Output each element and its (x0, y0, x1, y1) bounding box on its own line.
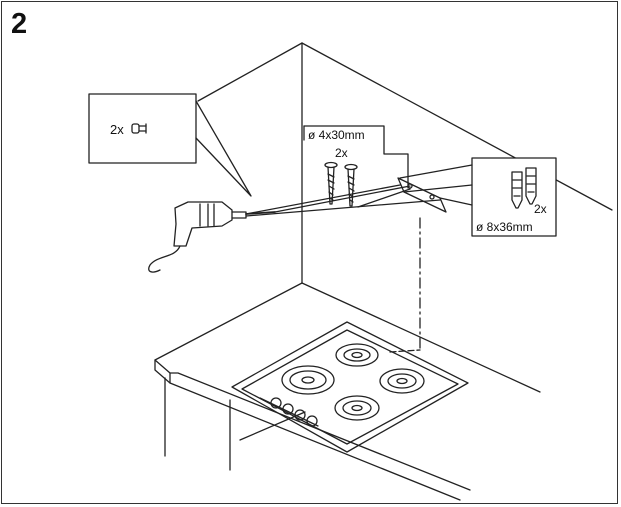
hob-control-knobs (259, 397, 319, 427)
hob-burner (281, 365, 335, 395)
drill-bit-callout (88, 93, 252, 197)
drill (148, 201, 276, 273)
drill-line (274, 185, 411, 213)
countertop (154, 282, 541, 501)
drill-bit-icon (131, 123, 147, 134)
wall-corner (197, 42, 613, 284)
pointer-line (239, 411, 306, 441)
drill-bit-quantity: 2x (110, 122, 124, 137)
drill-line (245, 199, 441, 217)
hob-burner (379, 368, 425, 394)
plug-icon (525, 167, 537, 205)
plugs-quantity: 2x (534, 202, 547, 216)
screws-callout (303, 125, 411, 208)
screws-size-label: ø 4x30mm (308, 128, 365, 142)
drill-line (245, 184, 401, 215)
screws-quantity: 2x (335, 146, 348, 160)
hob-burner (335, 343, 379, 367)
hob (231, 321, 469, 453)
screw-icon (324, 161, 338, 205)
plug-icon (511, 171, 523, 209)
step-number: 2 (11, 8, 28, 40)
plugs-callout (399, 157, 557, 237)
alignment-line (389, 349, 421, 353)
plugs-size-label: ø 8x36mm (476, 220, 533, 234)
hob-burner (334, 395, 380, 421)
wall-bracket (397, 177, 447, 213)
screw-icon (344, 163, 358, 207)
